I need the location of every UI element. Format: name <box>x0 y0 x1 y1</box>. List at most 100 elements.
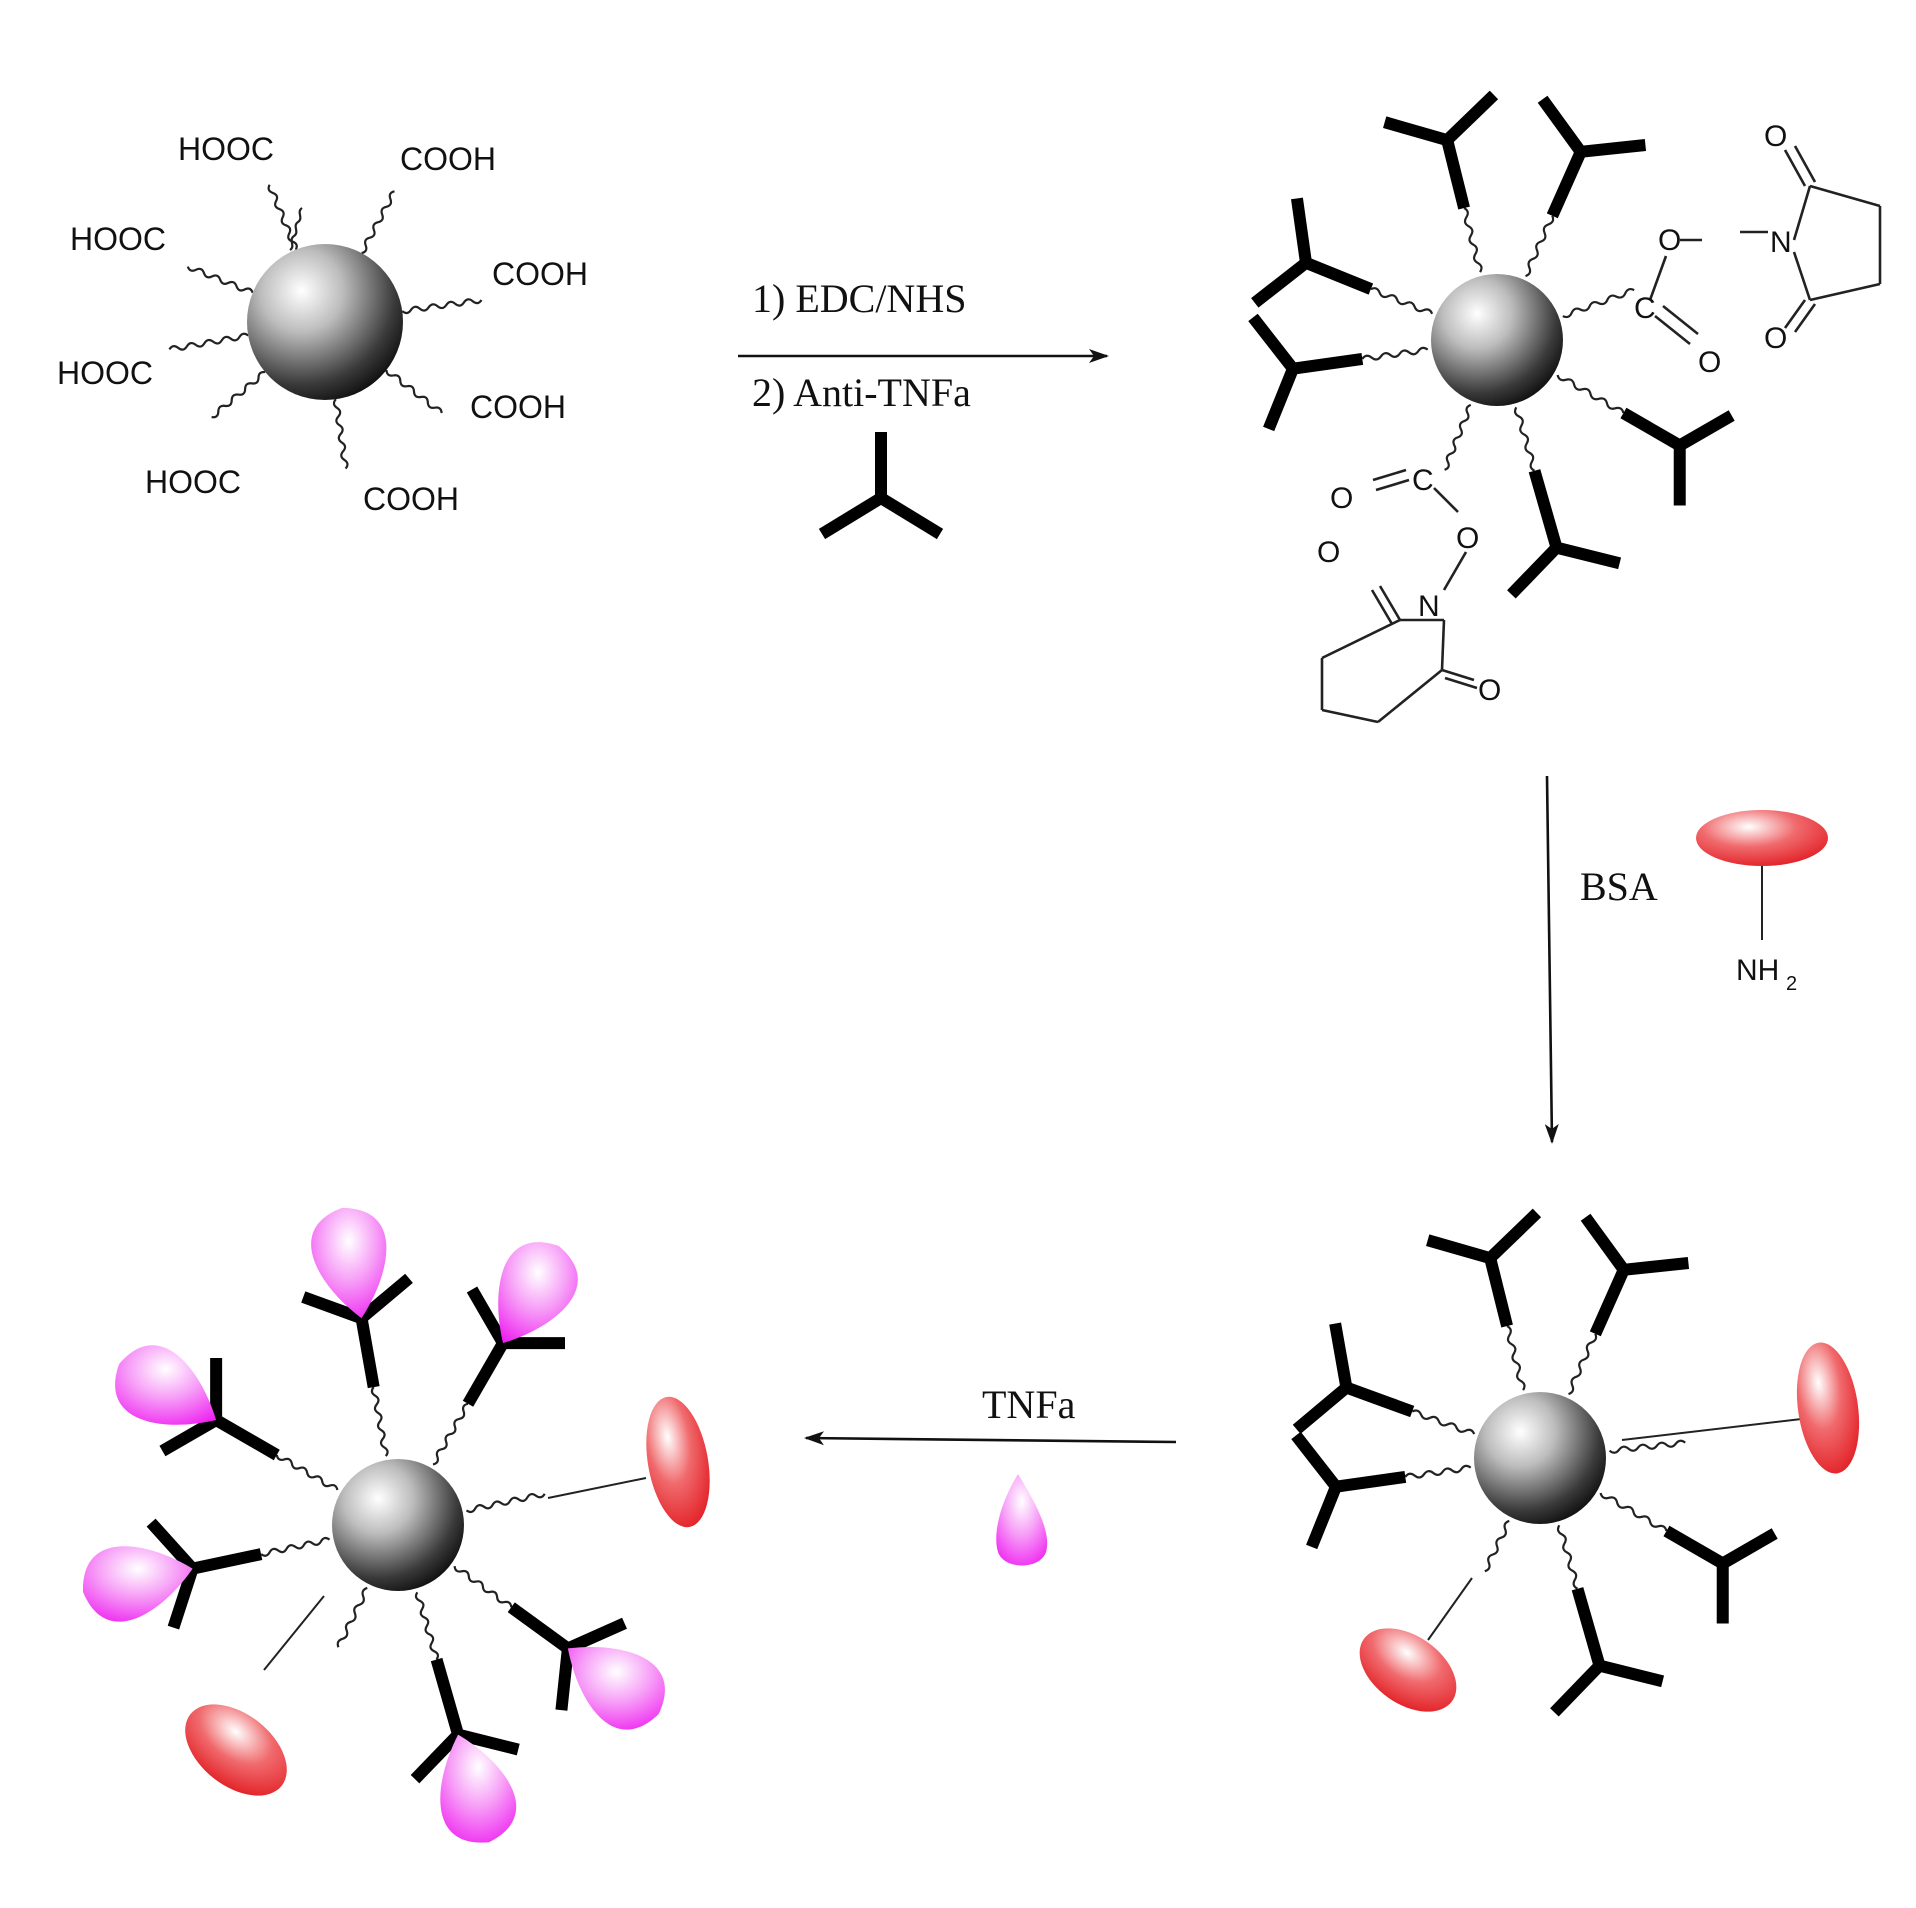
linker <box>1608 1439 1686 1454</box>
atom-o: O <box>1456 522 1479 555</box>
wavy-linkers <box>260 1386 546 1661</box>
atom-n: N <box>1418 590 1440 623</box>
linker <box>401 298 483 315</box>
antibody-icon <box>1507 469 1622 599</box>
label-nh2: NH <box>1736 954 1779 987</box>
linker <box>361 190 395 255</box>
label-cooh: COOH <box>400 141 496 177</box>
atom-o: O <box>1764 120 1787 153</box>
step2-arrow-group: BSA NH 2 <box>1544 775 1828 1144</box>
antibody-icon <box>1426 1208 1542 1328</box>
linker <box>1484 1519 1510 1573</box>
bsa-tether <box>1427 1577 1473 1641</box>
reaction-arrow <box>1544 775 1559 1144</box>
antibody-icon <box>507 1602 627 1711</box>
tnfa-symbol-icon <box>996 1474 1048 1566</box>
nanoparticle <box>332 1459 464 1591</box>
step1-arrow-group: 1) EDC/NHS 2) Anti-TNFa <box>738 276 1109 540</box>
label-nh2-subscript: 2 <box>1786 973 1797 995</box>
antibody-icon <box>462 1286 565 1407</box>
linker <box>332 398 349 470</box>
label-hooc: HOOC <box>145 464 241 500</box>
carboxylated-particle: HOOC COOH HOOC COOH HOOC COOH HOOC COOH <box>57 131 588 517</box>
antibodies <box>1291 1208 1778 1717</box>
bsa-tether <box>547 1477 647 1499</box>
linker <box>168 332 249 351</box>
linker <box>414 1591 440 1661</box>
bsa-protein <box>646 1396 710 1528</box>
bsa-symbol-icon <box>1696 810 1828 940</box>
antibody-icon <box>410 1657 520 1784</box>
antibodies <box>1248 90 1735 599</box>
antibody-icon <box>1663 1525 1778 1624</box>
antibody-icon <box>146 1518 263 1630</box>
antibody-icon <box>1550 1587 1665 1717</box>
label-hooc: HOOC <box>178 131 274 167</box>
bsa-blocked-particle <box>1291 1208 1860 1717</box>
atom-o: O <box>1330 482 1353 515</box>
linker <box>211 370 266 419</box>
linker <box>186 266 254 294</box>
wavy-linkers <box>1404 1325 1686 1590</box>
reaction-arrow <box>804 1431 1177 1446</box>
linker <box>1444 403 1472 471</box>
antibody-icon <box>1248 313 1364 432</box>
step1-reagent-1: 1) EDC/NHS <box>752 276 966 321</box>
label-hooc: HOOC <box>70 221 166 257</box>
linker <box>1525 215 1555 278</box>
linker <box>385 369 443 414</box>
bsa-tether <box>1621 1417 1811 1441</box>
antibody-icon <box>1537 95 1647 219</box>
linker <box>1361 346 1429 361</box>
linker <box>289 207 303 251</box>
antibodies <box>146 1273 627 1784</box>
antibody-symbol-icon <box>818 432 944 540</box>
linker <box>370 1386 389 1457</box>
linker <box>1506 1325 1526 1391</box>
linker <box>260 1536 331 1557</box>
antibody-icon <box>1291 1431 1407 1550</box>
nanoparticle <box>1474 1392 1606 1524</box>
linker <box>1556 1524 1579 1590</box>
tnfa-molecule <box>311 1207 387 1319</box>
antibody-conjugated-particle: O N O O C O O C O N O O <box>1248 90 1882 724</box>
bsa-protein <box>185 1704 287 1796</box>
nanoparticle <box>247 244 403 400</box>
tnfa-molecule <box>440 1734 517 1843</box>
linker <box>1568 1333 1598 1396</box>
linker <box>1463 207 1483 273</box>
nhs-ester-upper <box>1648 145 1882 346</box>
tnfa-molecule <box>567 1646 665 1730</box>
bsa-protein <box>1796 1342 1860 1474</box>
wavy-linkers <box>1361 207 1635 472</box>
linker <box>1404 1464 1472 1479</box>
linker <box>1370 287 1434 315</box>
atom-c: C <box>1412 464 1434 497</box>
bsa-tether <box>263 1595 325 1671</box>
antibody-icon <box>1580 1213 1690 1337</box>
linker <box>1556 374 1625 414</box>
linker <box>1513 406 1536 472</box>
nanoparticle <box>1431 274 1563 406</box>
atom-o: O <box>1478 674 1501 707</box>
tnfa-molecule <box>498 1242 578 1344</box>
linker <box>1599 1492 1668 1532</box>
tnfa-molecules <box>82 1207 665 1843</box>
atom-c: C <box>1634 292 1656 325</box>
step2-reagent: BSA <box>1580 864 1658 909</box>
antibody-icon <box>301 1273 413 1389</box>
tnfa-molecule <box>82 1546 193 1622</box>
atom-o: O <box>1317 536 1340 569</box>
label-cooh: COOH <box>492 256 588 292</box>
atom-o: O <box>1764 322 1787 355</box>
linker <box>267 184 298 251</box>
atom-n: N <box>1770 226 1792 259</box>
linker <box>275 1454 339 1491</box>
tnfa-captured-particle <box>82 1207 710 1843</box>
wavy-linkers <box>168 184 483 470</box>
label-hooc: HOOC <box>57 355 153 391</box>
antibody-icon <box>1251 197 1374 308</box>
linker <box>1562 287 1635 319</box>
atom-o: O <box>1698 346 1721 379</box>
